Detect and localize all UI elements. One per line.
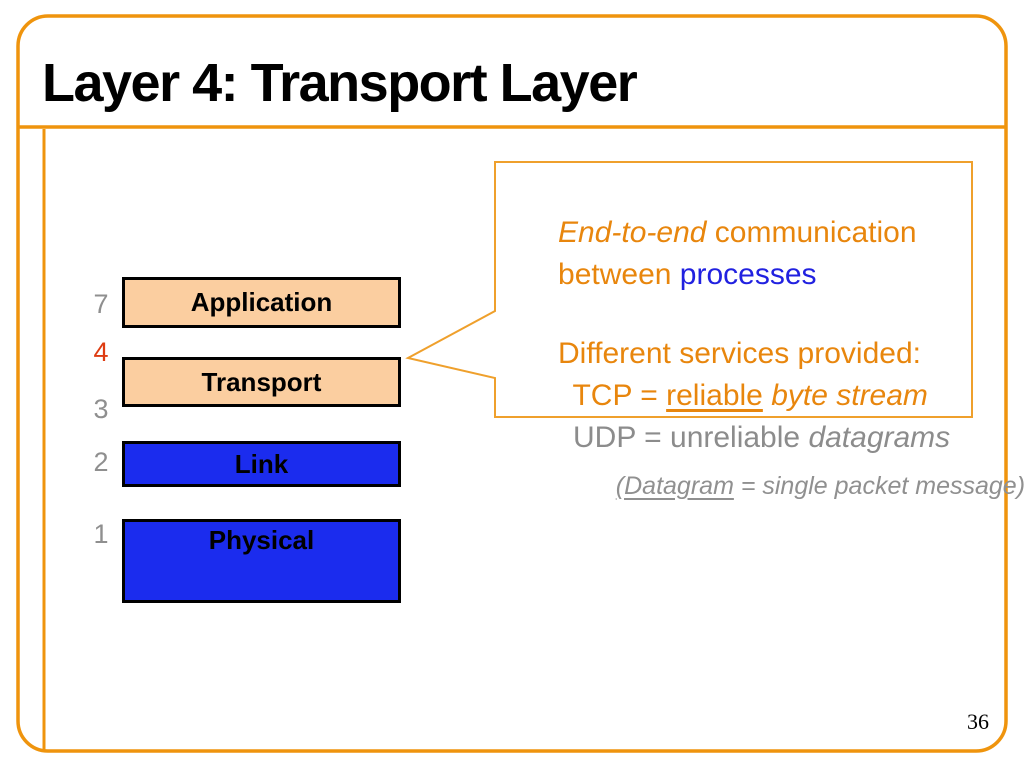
datagram-note: (Datagram = single packet message) (588, 443, 1024, 530)
callout-datagrams: datagrams (808, 421, 951, 454)
callout-line-1: End-to-end communication (508, 170, 972, 249)
callout-between: between (558, 258, 680, 291)
callout-udp-prefix: UDP = unreliable (573, 421, 809, 454)
datagram-note-underlined: (Datagram (615, 472, 734, 500)
callout-processes: processes (679, 258, 817, 291)
callout-end-to-end: End-to-end (558, 216, 707, 249)
layer-box-application: Application (122, 277, 401, 328)
callout-line-4: TCP = reliable byte stream (508, 333, 972, 412)
layer-number-1: 1 (93, 519, 109, 549)
layer-number-3: 3 (93, 394, 109, 424)
page-number: 36 (967, 709, 989, 734)
callout-text-block: End-to-end communication between process… (495, 162, 972, 454)
layer-number-4: 4 (93, 337, 109, 367)
callout-line-3: Different services provided: (508, 291, 972, 370)
layer-box-transport: Transport (122, 357, 401, 407)
callout-line-2: between processes (508, 212, 972, 291)
layer-box-link: Link (122, 441, 401, 487)
layer-number-2: 2 (93, 447, 109, 477)
layer-box-physical: Physical (122, 519, 401, 603)
callout-byte-stream: byte stream (762, 379, 928, 412)
layer-box-link-label: Link (234, 448, 289, 479)
datagram-note-rest: = single packet message) (733, 472, 1024, 500)
slide-title: Layer 4: Transport Layer (42, 53, 638, 113)
layer-box-physical-label: Physical (208, 525, 315, 555)
callout-services-provided: Different services provided: (558, 337, 921, 370)
layer-number-7: 7 (93, 289, 109, 319)
callout-reliable: reliable (666, 379, 763, 412)
callout-communication: communication (706, 216, 917, 249)
callout-tcp-prefix: TCP = (572, 379, 667, 412)
layer-box-transport-label: Transport (201, 366, 322, 397)
callout-line-5: UDP = unreliable datagrams (508, 375, 972, 454)
layer-box-application-label: Application (190, 287, 333, 317)
